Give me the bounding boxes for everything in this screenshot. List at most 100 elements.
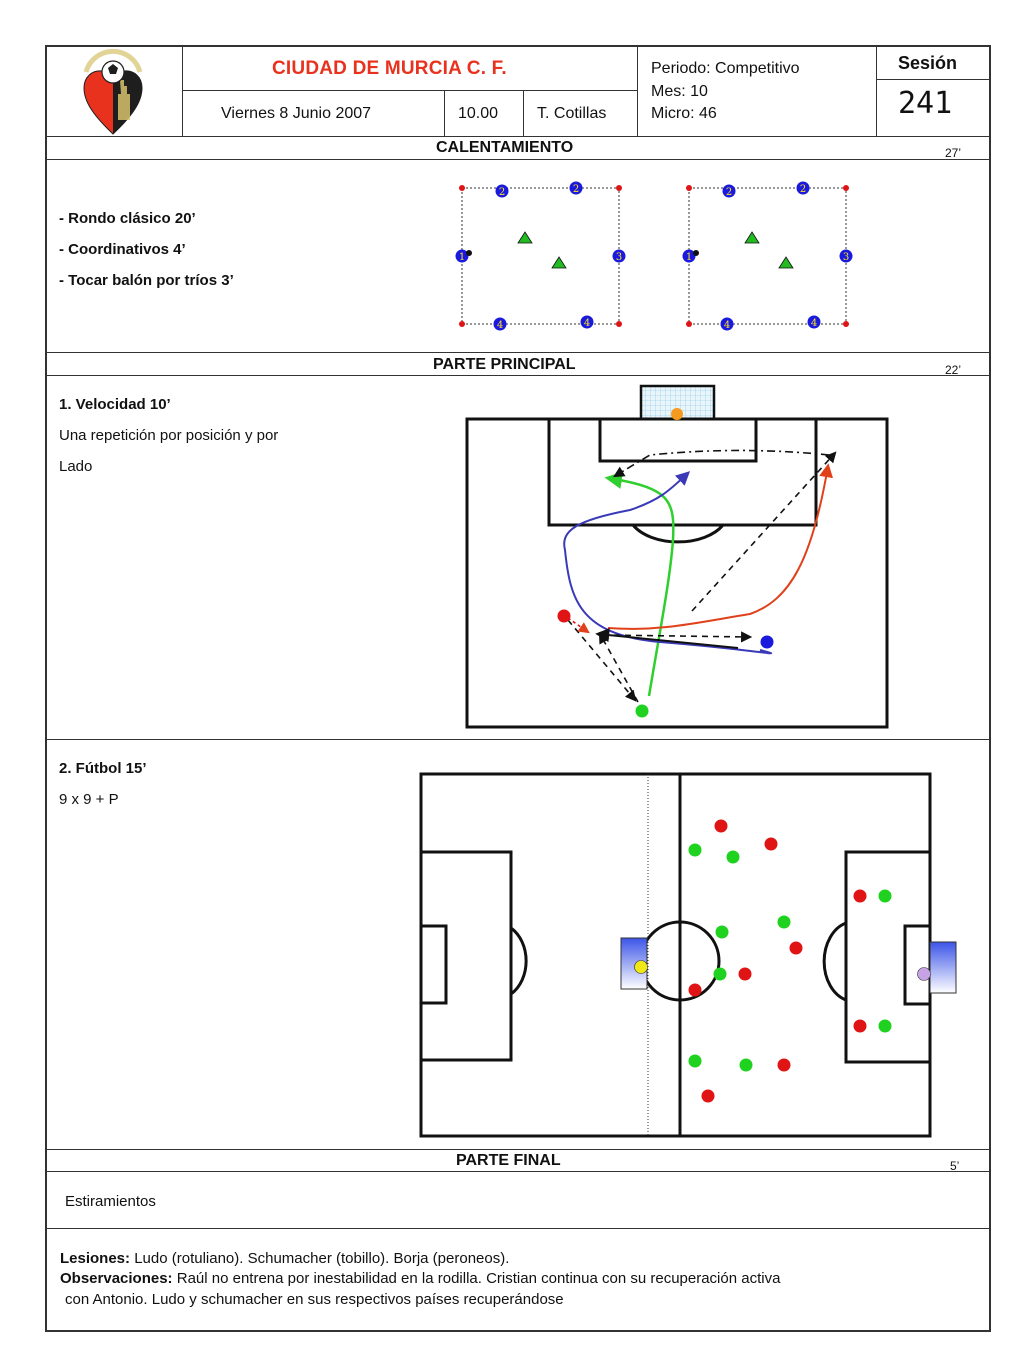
left-goal-area <box>419 924 448 1005</box>
svg-text:2: 2 <box>726 187 732 198</box>
svg-text:2: 2 <box>573 184 579 195</box>
exercise-2-format: 9 x 9 + P <box>59 791 119 808</box>
svg-text:2: 2 <box>499 187 505 198</box>
rondo1-player-top-b: 2 <box>569 181 583 195</box>
rondo1-defender-a <box>517 231 533 244</box>
cross-pass <box>613 449 830 478</box>
warmup-title-line <box>46 159 990 160</box>
rondo1-defender-b <box>551 256 567 269</box>
rondo2-player-right: 3 <box>839 249 853 263</box>
exercise-divider <box>46 739 990 740</box>
svg-text:1: 1 <box>686 252 692 263</box>
time-divider <box>523 90 524 136</box>
info-divider <box>637 46 638 136</box>
date-divider <box>444 90 445 136</box>
red-short-pass <box>567 617 590 634</box>
periodo: Periodo: Competitivo <box>651 60 800 77</box>
sesion-number: 241 <box>898 86 953 121</box>
final-text: Estiramientos <box>65 1193 156 1210</box>
final-title: PARTE FINAL <box>456 1152 561 1169</box>
warmup-item-3: - Tocar balón por tríos 3’ <box>59 272 234 289</box>
logo-divider <box>182 46 183 136</box>
keeper-yellow <box>634 960 648 974</box>
player-green <box>635 704 649 718</box>
exercise-1-title: 1. Velocidad 10’ <box>59 396 171 413</box>
sesion-divider <box>876 79 990 80</box>
svg-text:3: 3 <box>843 252 849 263</box>
velocidad-diagram <box>465 384 889 729</box>
player-blue <box>760 635 774 649</box>
warmup-item-2: - Coordinativos 4’ <box>59 241 186 258</box>
lesiones-text: Ludo (rotuliano). Schumacher (tobillo). … <box>134 1250 510 1267</box>
coach-name: T. Cotillas <box>537 105 607 122</box>
observaciones-text: Raúl no entrena por inestabilidad en la … <box>176 1270 781 1287</box>
rondo2-defender-b <box>778 256 794 269</box>
final-minutes: 5’ <box>950 1159 960 1173</box>
penalty-arc <box>631 524 725 544</box>
session-date: Viernes 8 Junio 2007 <box>221 105 372 122</box>
micro: Micro: 46 <box>651 105 717 122</box>
svg-text:1: 1 <box>459 252 465 263</box>
keeper-lilac <box>917 967 931 981</box>
through-pass <box>691 451 837 612</box>
mini-goal-right <box>929 941 957 994</box>
right-arc <box>822 921 847 1002</box>
exercise-1-desc-line2: Lado <box>59 458 93 475</box>
final-title-line <box>46 1171 990 1172</box>
warmup-title: CALENTAMIENTO <box>436 139 574 156</box>
left-arc <box>510 926 528 996</box>
final-top-line <box>46 1149 990 1150</box>
session-time: 10.00 <box>458 105 499 122</box>
warmup-minutes: 27’ <box>945 146 962 160</box>
observaciones-text-2: con Antonio. Ludo y schumacher en sus re… <box>65 1291 564 1308</box>
exercise-1-desc-line1: Una repetición por posición y por <box>59 427 279 444</box>
green-run <box>604 471 675 697</box>
svg-text:3: 3 <box>616 252 622 263</box>
rondo2-player-top-b: 2 <box>796 181 810 195</box>
rondo2-player-bottom-a: 4 <box>720 317 734 331</box>
svg-text:2: 2 <box>800 184 806 195</box>
rondo2-player-top-a: 2 <box>722 184 736 198</box>
rondo1-player-top-a: 2 <box>495 184 509 198</box>
player-red <box>557 609 571 623</box>
wall-pass <box>602 631 753 643</box>
sesion-label: Sesión <box>898 53 958 73</box>
header-divider <box>182 90 637 91</box>
rondo-diagram-2: 2 2 1 3 4 4 <box>682 181 853 331</box>
svg-text:4: 4 <box>724 320 730 331</box>
mes: Mes: 10 <box>651 83 708 100</box>
notes-top-line <box>46 1228 990 1229</box>
rondo-diagram-1: 2 2 1 3 4 4 <box>455 181 626 331</box>
blue-run <box>563 471 773 655</box>
main-title: PARTE PRINCIPAL <box>433 356 576 373</box>
green-team <box>688 843 892 1072</box>
return-pass <box>598 632 639 703</box>
full-pitch <box>419 772 932 1138</box>
goalkeeper-orange <box>671 408 683 420</box>
rondo2-player-left: 1 <box>682 249 699 263</box>
header-bottom-line <box>46 136 990 137</box>
red-team <box>688 819 867 1103</box>
half-pitch <box>465 417 889 729</box>
main-title-line <box>46 375 990 376</box>
exercise-2-title: 2. Fútbol 15’ <box>59 760 147 777</box>
lesiones-row: Lesiones: Ludo (rotuliano). Schumacher (… <box>60 1250 509 1267</box>
rondo1-player-bottom-a: 4 <box>493 317 507 331</box>
svg-text:4: 4 <box>497 320 503 331</box>
sheet-border <box>45 45 991 1332</box>
rondo1-player-right: 3 <box>612 249 626 263</box>
observaciones-label: Observaciones: <box>60 1270 173 1287</box>
futbol-diagram <box>419 772 957 1138</box>
rondo2-defender-a <box>744 231 760 244</box>
club-name: CIUDAD DE MURCIA C. F. <box>272 58 507 79</box>
red-run <box>607 463 834 630</box>
svg-text:4: 4 <box>584 318 590 329</box>
rondo2-player-bottom-b: 4 <box>807 315 821 329</box>
main-top-line <box>46 352 990 353</box>
rondo1-player-left: 1 <box>455 249 472 263</box>
observaciones-row: Observaciones: Raúl no entrena por inest… <box>60 1270 780 1287</box>
sesion-left-line <box>876 46 877 136</box>
main-minutes: 22’ <box>945 363 962 377</box>
lesiones-label: Lesiones: <box>60 1250 131 1267</box>
drive-pass <box>595 628 739 649</box>
